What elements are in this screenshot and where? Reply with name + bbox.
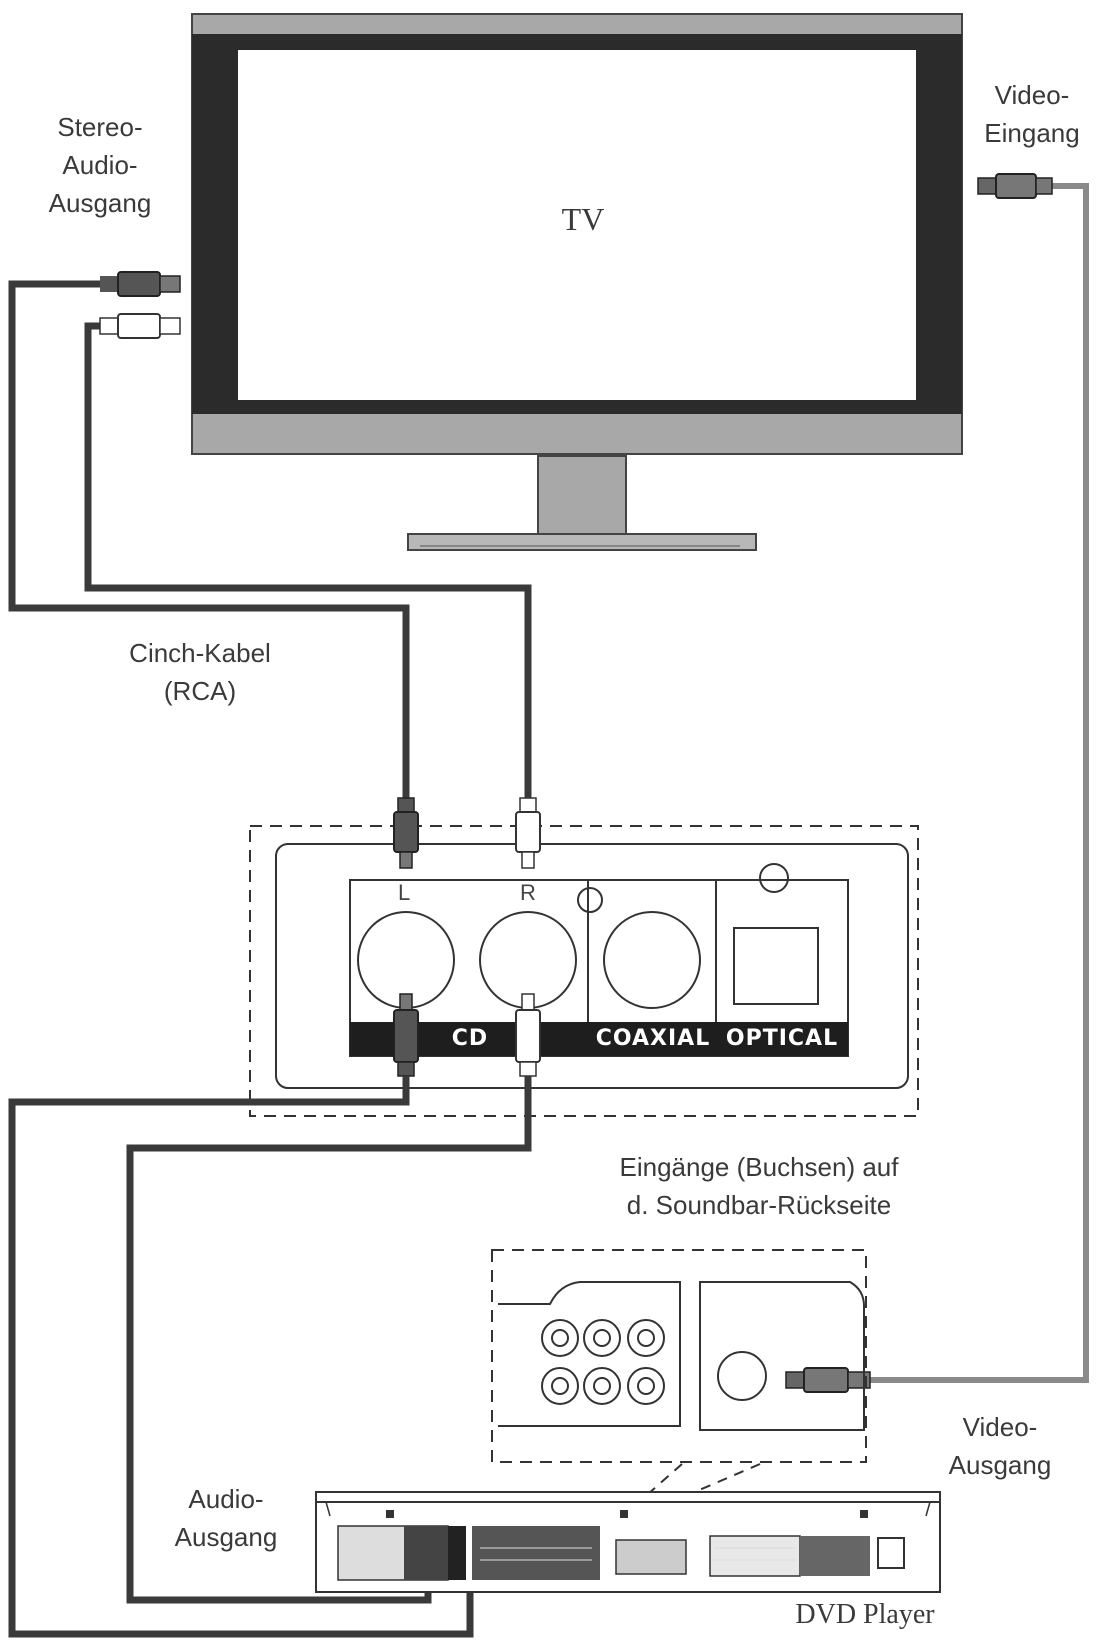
- dvd-rear-panel-detail: [491, 1249, 867, 1495]
- coaxial-port-label: COAXIAL: [595, 1026, 711, 1051]
- soundbar-rca-plug-left-top: [393, 797, 419, 869]
- dvd-player-label: DVD Player: [795, 1599, 935, 1630]
- soundbar-rca-plug-right-bottom: [515, 993, 541, 1077]
- cable-right-audio: [84, 322, 532, 800]
- optical-port-label: OPTICAL: [725, 1026, 839, 1051]
- cable-left-audio: [8, 280, 410, 800]
- dvd-audio-jacks: [541, 1319, 665, 1405]
- soundbar-rca-plug-left-bottom: [393, 993, 419, 1077]
- tv: [191, 13, 963, 551]
- coaxial-jack: [603, 911, 701, 1009]
- dvd-video-jack: [717, 1351, 767, 1401]
- stereo-audio-out-label: Stereo- Audio- Ausgang: [48, 112, 152, 218]
- cable-video: [868, 183, 1089, 1383]
- video-out-label: Video- Ausgang: [948, 1412, 1052, 1480]
- tv-screen: [238, 50, 916, 400]
- tv-label: TV: [561, 201, 605, 237]
- soundbar-rca-plug-right-top: [515, 797, 541, 869]
- cable-dvd-audio-left: [8, 1076, 474, 1638]
- tv-stand-base: [407, 533, 757, 551]
- dvd-player: [315, 1491, 941, 1593]
- optical-jack: [733, 927, 819, 1005]
- dvd-video-plug: [785, 1367, 871, 1393]
- soundbar-inputs-label: Eingänge (Buchsen) auf d. Soundbar-Rücks…: [619, 1152, 899, 1220]
- left-channel-label: L: [398, 880, 411, 905]
- tv-rca-plug-left: [100, 271, 181, 297]
- video-in-label: Video- Eingang: [984, 80, 1080, 148]
- audio-out-label: Audio- Ausgang: [174, 1484, 278, 1552]
- cd-port-label: CD: [451, 1026, 489, 1051]
- right-channel-label: R: [520, 880, 536, 905]
- tv-video-plug: [977, 173, 1053, 199]
- cinch-cable-label: Cinch-Kabel (RCA): [129, 638, 271, 706]
- soundbar-back-panel: [249, 825, 919, 1117]
- tv-stand-neck: [537, 455, 627, 537]
- tv-rca-plug-right: [99, 313, 181, 339]
